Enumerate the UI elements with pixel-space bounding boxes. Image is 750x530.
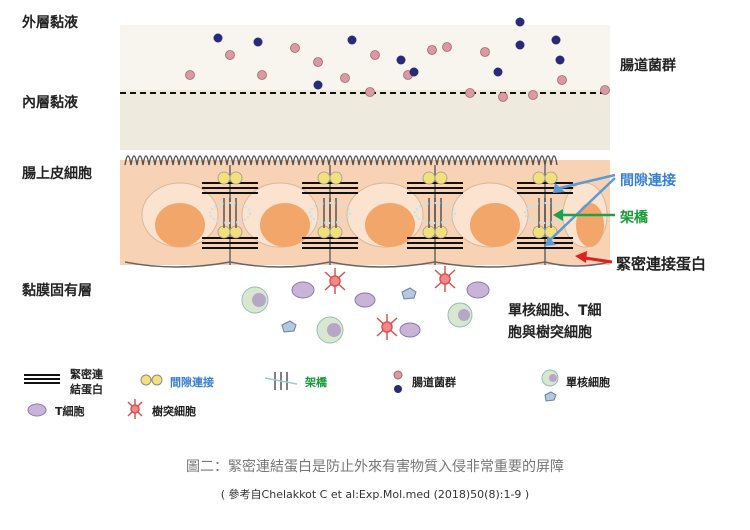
blue-bacterium [347,35,357,45]
label-epithelial: 腸上皮細胞 [22,166,92,182]
legend-tcell-icon [27,403,47,417]
label-lamina-propria: 黏膜固有層 [22,283,92,299]
label-inner-mucus: 內層黏液 [22,95,78,111]
pink-bacterium [225,50,235,60]
legend-tj-line2: 結蛋白 [70,383,103,396]
dendritic-cell-icon [434,266,456,292]
legend-gap-junction-icon [140,374,163,386]
blue-bacterium [313,80,323,90]
junction-complex [202,171,258,249]
pink-bacterium [427,45,437,55]
blue-bacterium [515,40,525,50]
callout-arrows [545,173,616,264]
blue-bacterium [409,67,419,77]
legend-monocyte-label: 單核細胞 [566,376,610,389]
legend-dendritic-icon [127,399,143,419]
pink-bacterium [340,73,350,83]
blue-bacterium [493,67,503,77]
pink-bacterium [257,70,267,80]
gut-bacteria-group [185,17,610,102]
microvilli [124,155,558,166]
pink-bacterium [465,88,475,98]
pink-bacterium [600,85,610,95]
legend-bridge-icon [264,372,298,390]
pink-bacterium [313,57,323,67]
label-outer-mucus: 外層黏液 [22,15,78,31]
legend-gap-label: 間隙連接 [170,376,214,389]
monocyte-icon [241,286,269,314]
dendritic-cell-icon [376,314,398,340]
tcell-icon [401,287,417,300]
tcell-icon [291,281,315,299]
label-tight-junction-protein: 緊密連接蛋白 [616,255,707,273]
pink-bacterium [442,42,452,52]
pink-bacterium [185,70,195,80]
blue-bacterium [555,55,565,65]
blue-bacterium [253,37,263,47]
legend-bacteria-icon [393,370,403,393]
inner-mucus-layer [120,90,610,150]
blue-bacterium [213,33,223,43]
legend-monocyte-icon [541,369,559,402]
tcell-icon [399,322,421,338]
pink-bacterium [528,90,538,100]
tcell-icon [281,320,297,333]
outer-mucus-layer [120,25,610,90]
label-immune-cells-line2: 胞與樹突細胞 [508,325,592,341]
legend-dendritic-label: 樹突細胞 [152,405,196,418]
dendritic-cell-icon [324,268,346,294]
pink-bacterium [498,92,508,102]
label-immune-cells-line1: 單核細胞、T細 [508,303,602,319]
legend-tj-line1: 緊密連 [70,368,103,381]
junction-complex [407,171,463,249]
label-gap-junction: 間隙連接 [620,173,676,189]
blue-bacterium [515,17,525,27]
label-gut-bacteria: 腸道菌群 [620,58,676,74]
tcell-icon [466,281,490,299]
legend-tcell-label: T細胞 [55,405,85,418]
legend-bacteria-label: 腸道菌群 [412,376,456,389]
label-bridge: 架橋 [620,210,648,226]
pink-bacterium [370,50,380,60]
pink-bacterium [557,75,567,85]
blue-bacterium [551,35,561,45]
junction-complex [302,171,358,249]
legend-graphics [24,369,559,419]
figure-reference: ( 參考自Chelakkot C et al:Exp.Mol.med (2018… [220,488,530,501]
legend-tight-junction-icon [24,374,60,384]
legend-bridge-label: 架橋 [305,376,327,389]
pink-bacterium [365,87,375,97]
figure-caption: 圖二：緊密連結蛋白是防止外來有害物質入侵非常重要的屏障 [186,459,564,475]
blue-bacterium [396,55,406,65]
monocyte-icon [447,302,473,328]
immune-cells [241,266,490,344]
pink-bacterium [480,47,490,57]
tcell-icon [354,292,376,308]
monocyte-icon [316,316,344,344]
pink-bacterium [290,43,300,53]
